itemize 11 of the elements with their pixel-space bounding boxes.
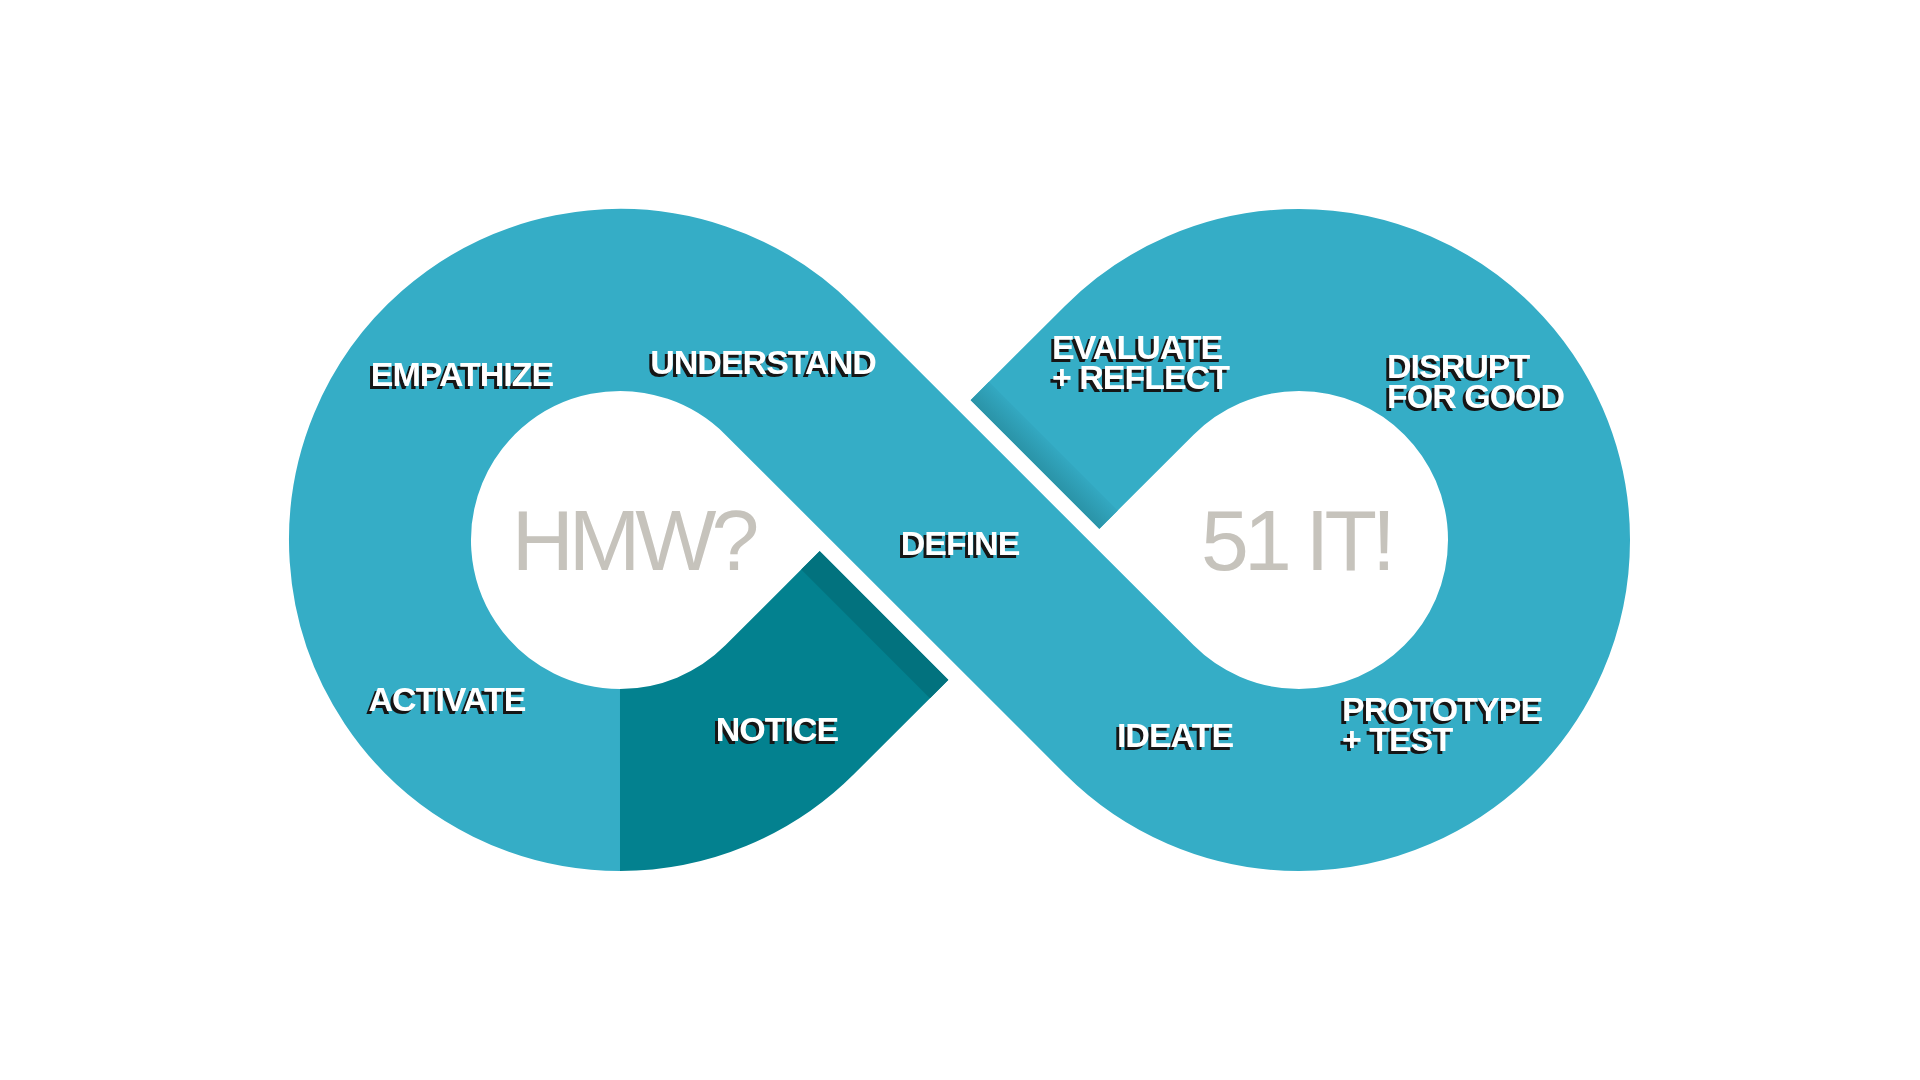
loop-center-text: 51 IT! (1201, 503, 1391, 577)
stage-label: UNDERSTAND (650, 347, 876, 377)
loop-center-text: HMW? (511, 503, 755, 577)
stage-label: EMPATHIZE (370, 359, 554, 389)
stage-label: NOTICE (715, 714, 839, 744)
stage-label: DISRUPT FOR GOOD (1387, 351, 1566, 411)
stage-label: EVALUATE + REFLECT (1052, 332, 1231, 392)
stage-label: DEFINE (900, 528, 1020, 558)
stage-label: IDEATE (1116, 720, 1234, 750)
stage-label: PROTOTYPE + TEST (1342, 694, 1544, 754)
stage-label: ACTIVATE (368, 684, 526, 714)
